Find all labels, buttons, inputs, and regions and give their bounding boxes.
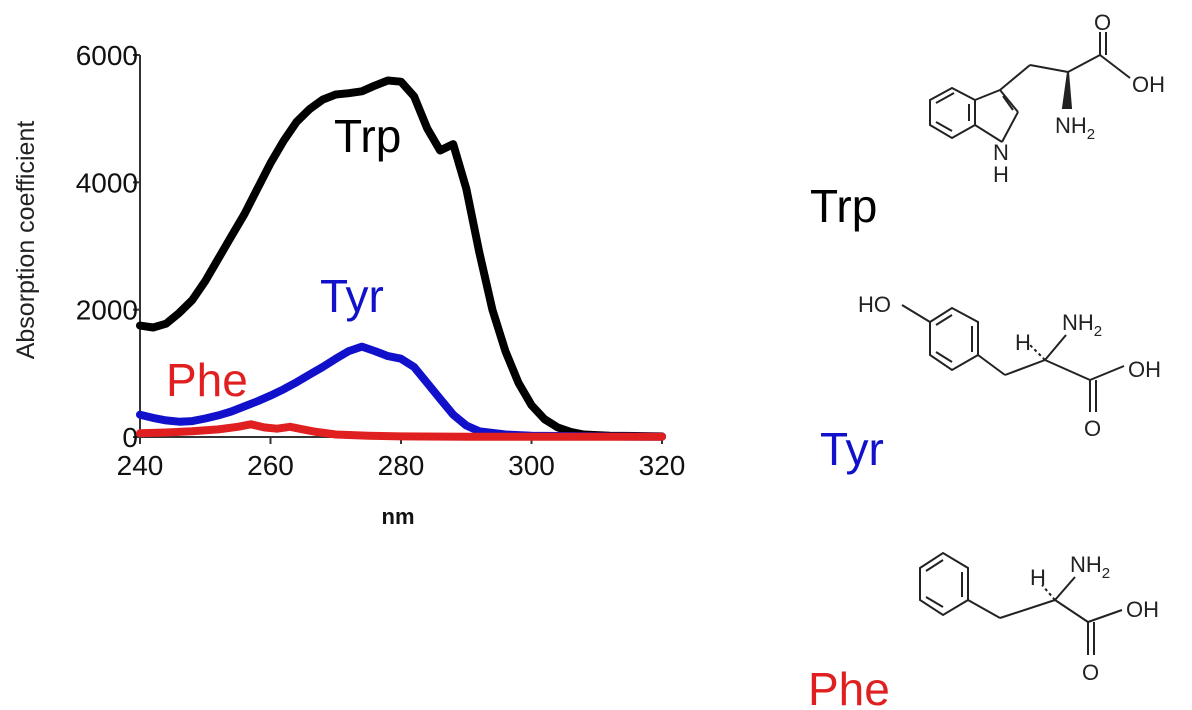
tyr-oh-label: OH [1128, 357, 1161, 382]
series-annotation-trp: Trp [334, 110, 401, 162]
phe-ch2-bond [967, 599, 1001, 619]
phe-o-label: O [1082, 660, 1099, 685]
tyr-carboxyl-bond [1044, 359, 1091, 381]
tyr-nh2-label: NH2 [1062, 310, 1102, 340]
tyr-benzene-inner-3 [935, 351, 953, 363]
trp-pyrrole-bond-4 [974, 124, 1003, 143]
trp-oh-label: OH [1132, 72, 1165, 97]
trp-side-label: Trp [810, 180, 877, 232]
phe-benzene-inner-1 [925, 559, 944, 572]
phe-nh2-label: NH2 [1070, 552, 1110, 582]
trp-oh-bond [1099, 54, 1131, 79]
tyr-hash-bond [1029, 344, 1046, 361]
tyr-benzene-inner-1 [935, 314, 953, 326]
trp-o-label: O [1094, 10, 1111, 35]
tick-labels: 240 260 280 300 320 0 2000 4000 6000 [76, 40, 686, 481]
x-tick-label: 240 [117, 450, 164, 481]
trp-benzene-inner-1 [935, 92, 955, 104]
y-tick-label: 4000 [76, 167, 138, 198]
phe-benzene-inner-3 [925, 596, 944, 608]
trp-pyrrole-bond-1 [974, 89, 1001, 101]
tyr-side-label: Tyr [820, 423, 884, 475]
phe-benzene-ring [919, 551, 969, 617]
tyr-oh-bond [1089, 365, 1125, 381]
trp-nh-ring-label: N [993, 140, 1009, 165]
phe-structure [919, 551, 1123, 655]
x-tick-label: 280 [378, 450, 425, 481]
tyr-o-label: O [1084, 416, 1101, 441]
trp-pyrrole-bond-2 [999, 89, 1019, 113]
x-axis-label: nm [382, 504, 415, 529]
y-axis-label: Absorption coefficient [12, 121, 40, 360]
x-tick-label: 260 [247, 450, 294, 481]
phe-nh2-bond [1054, 576, 1076, 601]
phe-carboxyl-bond [1054, 599, 1089, 623]
y-tick-label: 6000 [76, 40, 138, 71]
tyr-ch2-bond [977, 354, 1006, 376]
series-annotation-phe: Phe [166, 354, 248, 406]
phe-oh-label: OH [1126, 597, 1159, 622]
phe-side-label: Phe [808, 663, 890, 710]
x-tick-label: 300 [508, 450, 555, 481]
series-annotation-tyr: Tyr [320, 270, 384, 322]
series-line-phe [136, 420, 666, 441]
trp-pyrrole-bond-3 [1001, 111, 1019, 143]
phe-oh-bond [1087, 609, 1123, 623]
trp-alpha-bond [1029, 64, 1069, 73]
trp-h-label: H [993, 162, 1009, 187]
trp-pyrrole-double [1002, 95, 1014, 111]
x-tick-label: 320 [639, 450, 686, 481]
trp-ch2-bond [999, 64, 1031, 91]
phe-alpha-bond [999, 599, 1056, 619]
series-line-trp [136, 76, 666, 441]
trp-carboxyl-bond [1067, 54, 1101, 73]
trp-wedge-bond [1061, 71, 1073, 109]
trp-benzene-inner-3 [935, 121, 953, 132]
tyr-nh2-bond [1044, 334, 1067, 361]
y-tick-label: 0 [122, 422, 138, 453]
trp-nh2-label: NH2 [1055, 113, 1095, 143]
tyr-alpha-bond [1004, 359, 1046, 376]
series-lines [136, 76, 666, 441]
tyr-structure [901, 304, 1125, 412]
y-tick-label: 2000 [76, 295, 138, 326]
trp-structure [929, 32, 1131, 143]
tyr-ho-bond [901, 304, 931, 323]
tyr-benzene-ring [929, 306, 979, 372]
phe-h-label: H [1030, 565, 1046, 590]
series-line-tyr [136, 342, 666, 441]
tyr-ho-label: HO [858, 292, 891, 317]
tyr-h-label: H [1015, 330, 1031, 355]
